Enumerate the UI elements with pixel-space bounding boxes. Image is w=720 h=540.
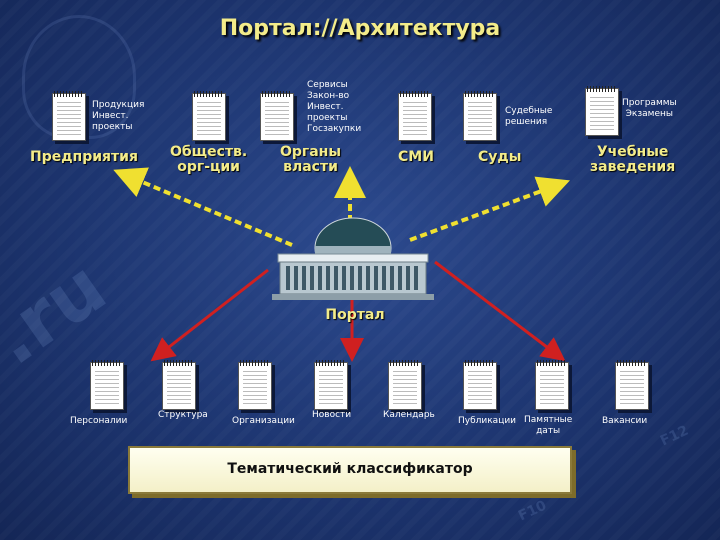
media-label: СМИ [398,149,434,165]
structure-label: Структура [158,410,208,420]
portal-building[interactable] [268,208,438,308]
courts-label: Суды [478,149,522,165]
page-title: Портал://Архитектура [219,16,501,41]
portal-label: Портал [325,307,385,323]
bottom-notebook-vacancies[interactable] [615,360,649,410]
bottom-notebook-structure[interactable] [162,360,196,410]
top-notebook-media[interactable] [398,91,432,141]
publications-label: Публикации [458,416,517,426]
arrow-to-enterprises [113,167,293,247]
bottom-notebook-news[interactable] [314,360,348,410]
top-notebook-authorities[interactable] [260,91,294,141]
bottom-notebook-calendar[interactable] [388,360,422,410]
public-orgs-label: Обществ.орг-ции [170,144,248,175]
arrow-to-education [409,176,570,242]
top-notebook-public-orgs[interactable] [192,91,226,141]
news-label: Новости [312,410,352,420]
personnel-label: Персоналии [70,416,128,426]
top-notebook-enterprises[interactable] [52,91,86,141]
vacancies-label: Вакансии [602,416,648,426]
top-notebook-courts[interactable] [463,91,497,141]
bottom-notebook-publications[interactable] [463,360,497,410]
bottom-notebook-personnel[interactable] [90,360,124,410]
top-notebook-education[interactable] [585,86,619,136]
enterprises-label: Предприятия [30,149,138,165]
bottom-notebook-memorable-dates[interactable] [535,360,569,410]
arrow-to-memorable-dates [434,260,566,362]
organizations-label: Организации [232,416,295,426]
arrow-to-personnel [150,268,269,362]
classifier-label: Тематический классификатор [227,461,473,477]
bottom-notebook-organizations[interactable] [238,360,272,410]
calendar-label: Календарь [383,410,435,420]
classifier-banner[interactable]: Тематический классификатор [128,446,572,494]
